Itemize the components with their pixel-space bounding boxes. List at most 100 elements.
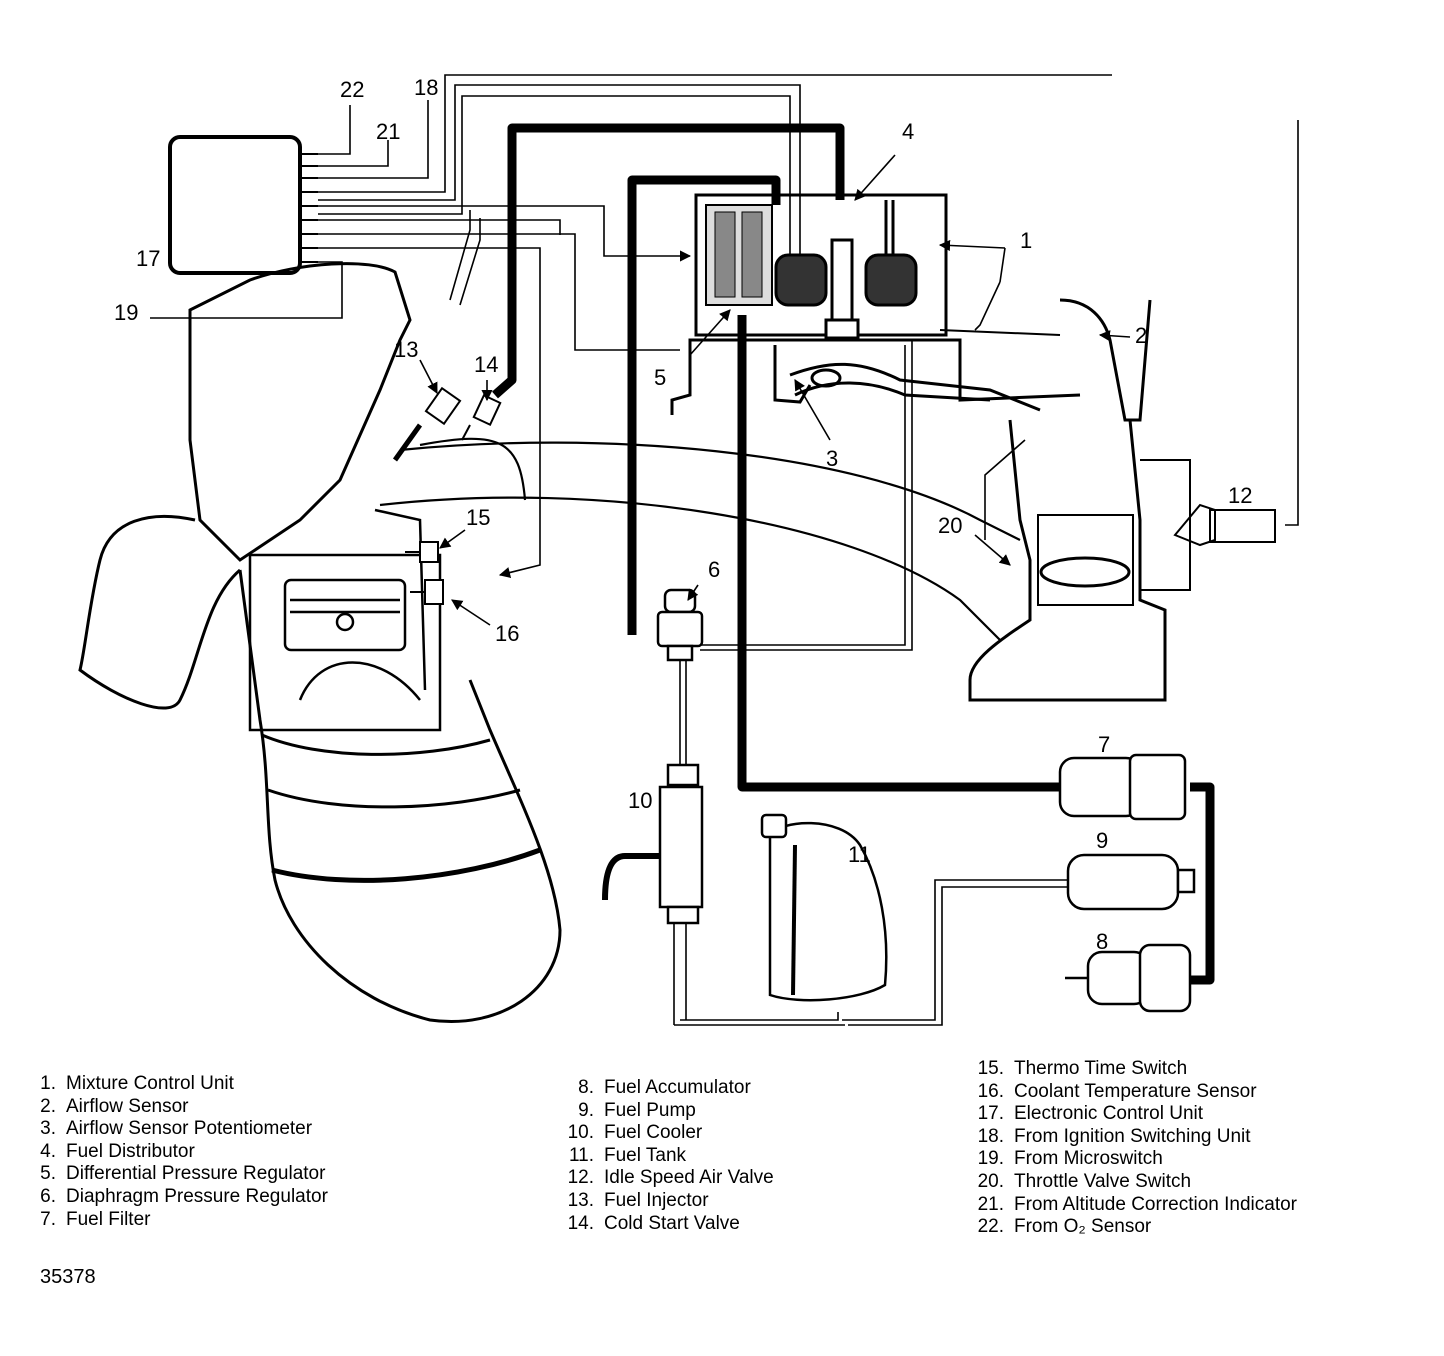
callout-16: 16 (495, 621, 519, 646)
return-lines (673, 120, 1299, 1026)
legend-item-label: Airflow Sensor (66, 1095, 189, 1117)
legend-item-label: Fuel Cooler (604, 1122, 703, 1144)
wiring-harness (150, 74, 1112, 578)
legend-item-number: 6. (40, 1185, 56, 1207)
legend-item-label: Fuel Distributor (66, 1140, 195, 1162)
fuel-filter (1058, 753, 1187, 821)
callout-leaders (419, 154, 1131, 626)
callout-10: 10 (628, 788, 652, 813)
legend-item: 1. Mixture Control Unit (36, 1073, 328, 1096)
callout-22: 22 (340, 77, 364, 102)
legend-item-number: 14. (567, 1212, 594, 1234)
legend-item: 6. Diaphragm Pressure Regulator (36, 1186, 328, 1209)
callout-14: 14 (474, 352, 498, 377)
callout-8: 8 (1096, 929, 1108, 954)
fuel-system-diagram: 1 2 3 4 5 6 7 8 9 10 11 12 13 14 15 16 1… (78, 74, 1299, 1026)
callout-2: 2 (1135, 323, 1147, 348)
legend-item: 17.Electronic Control Unit (972, 1103, 1297, 1126)
callout-11: 11 (848, 842, 871, 867)
legend-item-label: Cold Start Valve (604, 1212, 740, 1234)
fuel-cooler (602, 763, 704, 925)
piston-assembly (248, 508, 442, 732)
legend-item-label: Fuel Pump (604, 1099, 696, 1121)
legend-item-label: From O₂ Sensor (1014, 1216, 1152, 1238)
legend-column-2: 8. Fuel Accumulator 9. Fuel Pump 10. Fuel Coo… (560, 1077, 774, 1235)
legend-item-number: 9. (578, 1099, 594, 1121)
legend-item-number: 12. (567, 1167, 594, 1189)
legend-item: 9. Fuel Pump (560, 1100, 774, 1123)
legend-item-number: 17. (977, 1103, 1004, 1125)
callout-15: 15 (466, 505, 490, 530)
legend-item: 3.Airflow Sensor Potentiometer (36, 1118, 328, 1141)
legend-item: 21. From Altitude Correction Indicator (972, 1194, 1297, 1217)
legend-item-number: 7. (40, 1208, 56, 1230)
throttle-housing (968, 298, 1276, 702)
callout-20: 20 (938, 513, 962, 538)
callout-1: 1 (1020, 228, 1032, 253)
callout-21: 21 (376, 119, 400, 144)
legend-item-number: 1. (40, 1073, 56, 1094)
legend-item: 4.Fuel Distributor (36, 1141, 328, 1164)
cold-start-valve (461, 393, 502, 441)
legend-item: 7. Fuel Filter (36, 1209, 328, 1232)
legend-item-number: 5. (40, 1163, 56, 1185)
callout-6: 6 (708, 557, 720, 582)
legend-item: 13.Fuel Injector (560, 1190, 774, 1213)
legend-item-number: 19. (977, 1148, 1004, 1170)
legend-item-label: Fuel Accumulator (604, 1077, 751, 1098)
legend-item-number: 16. (977, 1080, 1004, 1102)
legend-item: 20.Throttle Valve Switch (972, 1171, 1297, 1194)
legend-item-number: 10. (567, 1122, 594, 1144)
legend-item: 19.From Microswitch (972, 1148, 1297, 1171)
legend-item-number: 15. (977, 1058, 1004, 1079)
legend-item-label: Mixture Control Unit (66, 1073, 234, 1094)
legend-item-label: Fuel Filter (66, 1208, 151, 1230)
intake-manifold (379, 437, 1021, 641)
legend-column-3: 15. Thermo Time Switch 16. Coolant Temperat… (972, 1058, 1297, 1239)
legend-item: 15. Thermo Time Switch (972, 1058, 1297, 1081)
legend-item-label: Diaphragm Pressure Regulator (66, 1185, 328, 1207)
fuel-lines (492, 123, 1215, 985)
legend-item-number: 18. (977, 1125, 1004, 1147)
legend-item: 10. Fuel Cooler (560, 1122, 774, 1145)
fuel-injector (392, 386, 462, 462)
callout-numbers: 1 2 3 4 5 6 7 8 9 10 11 12 13 14 15 16 1… (114, 75, 1252, 954)
fuel-accumulator (1065, 943, 1192, 1013)
legend-item-label: Coolant Temperature Sensor (1014, 1080, 1257, 1102)
legend-item: 14. Cold Start Valve (560, 1213, 774, 1236)
legend-item: 8. Fuel Accumulator (560, 1077, 774, 1100)
legend-item-label: Fuel Injector (604, 1189, 709, 1211)
legend-item: 18.From Ignition Switching Unit (972, 1126, 1297, 1149)
legend-item: 12. Idle Speed Air Valve (560, 1167, 774, 1190)
diaphragm-pressure-regulator (656, 588, 704, 662)
callout-17: 17 (136, 246, 160, 271)
legend-item-label: Idle Speed Air Valve (604, 1167, 774, 1189)
callout-13: 13 (394, 337, 418, 362)
legend-item-number: 2. (40, 1095, 56, 1117)
legend-item-label: From Altitude Correction Indicator (1014, 1193, 1298, 1215)
legend-item-label: Fuel Tank (604, 1144, 687, 1166)
figure-id: 35378 (40, 1266, 96, 1288)
legend-item-number: 20. (977, 1170, 1004, 1192)
legend-item-label: Thermo Time Switch (1014, 1058, 1188, 1079)
callout-4: 4 (902, 119, 914, 144)
legend-item-number: 22. (977, 1216, 1004, 1238)
legend-item: 16. Coolant Temperature Sensor (972, 1081, 1297, 1104)
legend-item-number: 8. (578, 1077, 594, 1098)
callout-5: 5 (654, 365, 666, 390)
thermo-time-switch (405, 541, 439, 563)
coolant-temperature-sensor (410, 579, 444, 605)
airflow-sensor-lever (773, 329, 1061, 412)
callout-19: 19 (114, 300, 138, 325)
mixture-control-unit (670, 193, 1081, 415)
callout-12: 12 (1228, 483, 1252, 508)
fuel-tank (760, 813, 888, 1002)
electronic-control-unit (168, 135, 318, 275)
legend-item: 22. From O₂ Sensor (972, 1216, 1297, 1239)
fuel-pump (1066, 853, 1196, 911)
legend-item: 11. Fuel Tank (560, 1145, 774, 1168)
legend-item-number: 11. (568, 1144, 594, 1166)
callout-18: 18 (414, 75, 438, 100)
legend-item-number: 21. (977, 1193, 1004, 1215)
